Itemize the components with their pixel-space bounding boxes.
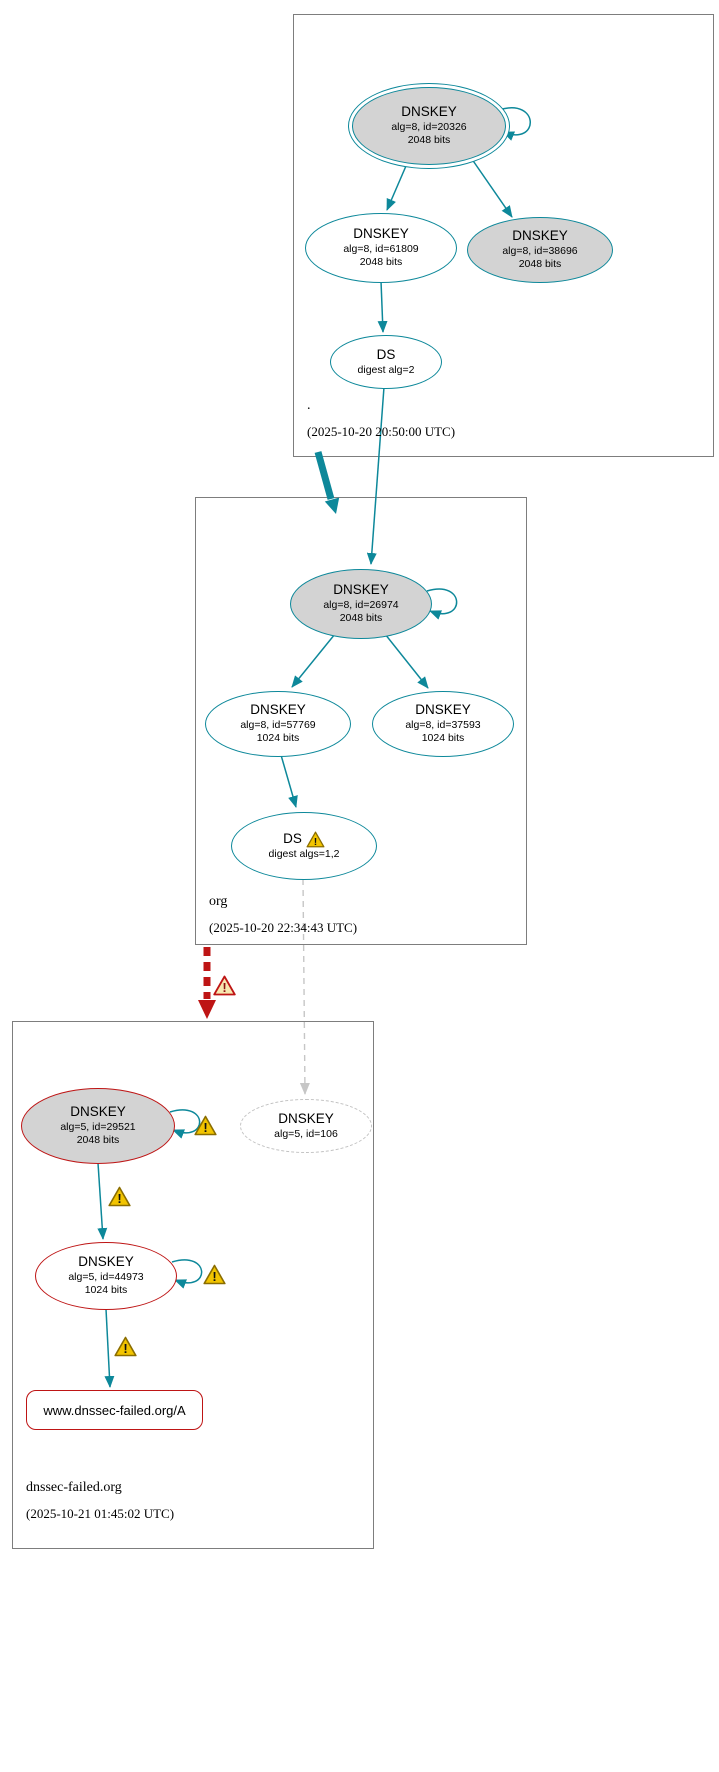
node-type: DNSKEY [278,1110,334,1126]
node-bits: 2048 bits [76,1134,120,1147]
ds-node-root[interactable]: DS digest alg=2 [330,335,442,389]
edge-delegation-root-to-org [314,451,335,500]
node-type: DS [376,346,396,362]
arrowhead-delegation-root-to-org [324,497,340,514]
dnskey-node-df-ksk-29521[interactable]: DNSKEY alg=5, id=29521 2048 bits [21,1088,175,1164]
node-detail: alg=8, id=57769 [240,718,316,731]
dnskey-node-root-38696[interactable]: DNSKEY alg=8, id=38696 2048 bits [467,217,613,283]
warning-icon: ! [194,1115,217,1136]
dnskey-node-org-ksk-26974[interactable]: DNSKEY alg=8, id=26974 2048 bits [290,569,432,639]
edge-df-ksk-selfsign [169,1109,201,1139]
node-type: DNSKEY [78,1253,134,1269]
node-type: DNSKEY [70,1103,126,1119]
zone-timestamp-org: (2025-10-20 22:34:43 UTC) [209,920,358,935]
warning-icon: ! [114,1336,137,1357]
zone-label-org: org [209,894,228,909]
node-type: DS [283,830,302,846]
svg-text:!: ! [212,1269,216,1284]
node-type: DNSKEY [250,701,306,717]
zone-box-org [195,497,527,945]
edge-df-ksk-signs-zsk [97,1162,108,1240]
edge-root-ksk-selfsign [498,107,531,141]
warning-icon: ! [306,831,325,847]
edge-df-zsk-signs-rrset [104,1308,115,1388]
svg-text:!: ! [203,1120,207,1135]
node-detail: alg=5, id=106 [274,1127,338,1140]
rrset-label: www.dnssec-failed.org/A [43,1402,186,1418]
zone-label-root: . [307,398,311,413]
svg-text:!: ! [123,1341,127,1356]
zone-box-root [293,14,714,457]
node-detail: alg=5, id=29521 [60,1120,136,1133]
zone-timestamp-dnssec-failed: (2025-10-21 01:45:02 UTC) [26,1506,175,1521]
dnskey-node-root-zsk-61809[interactable]: DNSKEY alg=8, id=61809 2048 bits [305,213,457,283]
node-bits: 2048 bits [359,256,403,269]
dnskey-node-org-zsk-37593[interactable]: DNSKEY alg=8, id=37593 1024 bits [372,691,514,757]
error-icon: ! [213,975,236,996]
rrset-node-www-dnssec-failed-org-a[interactable]: www.dnssec-failed.org/A [26,1390,203,1430]
svg-text:!: ! [222,980,226,995]
edge-root-zsk-signs-ds [377,280,388,333]
edge-org-zsk1-signs-ds [280,754,298,808]
node-detail: alg=8, id=26974 [323,598,399,611]
zone-box-dnssec-failed [12,1021,374,1549]
node-bits: 2048 bits [339,612,383,625]
warning-icon: ! [203,1264,226,1285]
edge-org-ds-to-missing-dnskey [299,878,310,1095]
arrowhead-delegation-org-to-dnssec-failed [198,1000,216,1019]
dnskey-node-inner: DNSKEY alg=8, id=20326 2048 bits [352,87,506,165]
edge-root-ds-to-org-ksk [366,386,385,565]
svg-text:!: ! [314,835,318,847]
zone-label-dnssec-failed: dnssec-failed.org [26,1480,122,1495]
node-detail: alg=8, id=38696 [502,244,578,257]
dnskey-node-root-ksk-20326[interactable]: DNSKEY alg=8, id=20326 2048 bits [348,83,510,169]
edge-df-zsk-selfsign [171,1259,203,1289]
node-bits: 1024 bits [84,1284,128,1297]
node-type: DNSKEY [512,227,568,243]
node-type: DNSKEY [401,103,457,119]
edge-org-ksk-signs-zsk2 [384,633,429,689]
node-detail: digest algs=1,2 [268,847,340,860]
node-bits: 1024 bits [421,732,465,745]
node-detail: alg=5, id=44973 [68,1270,144,1283]
edge-root-ksk-signs-zsk [386,158,410,211]
edge-root-ksk-signs-ksk2 [466,151,513,218]
node-detail: alg=8, id=37593 [405,718,481,731]
dnskey-node-df-missing-106[interactable]: DNSKEY alg=5, id=106 [240,1099,372,1153]
node-bits: 2048 bits [407,134,451,147]
node-detail: alg=8, id=61809 [343,242,419,255]
edge-org-ksk-selfsign [426,588,458,620]
node-type: DNSKEY [353,225,409,241]
node-bits: 1024 bits [256,732,300,745]
dnskey-node-org-zsk-57769[interactable]: DNSKEY alg=8, id=57769 1024 bits [205,691,351,757]
node-detail: digest alg=2 [357,363,415,376]
warning-icon: ! [108,1186,131,1207]
node-type: DNSKEY [333,581,389,597]
node-type: DNSKEY [415,701,471,717]
dnskey-node-df-zsk-44973[interactable]: DNSKEY alg=5, id=44973 1024 bits [35,1242,177,1310]
node-bits: 2048 bits [518,258,562,271]
svg-text:!: ! [117,1191,121,1206]
ds-node-org[interactable]: DS ! digest algs=1,2 [231,812,377,880]
node-detail: alg=8, id=20326 [391,120,467,133]
zone-timestamp-root: (2025-10-20 20:50:00 UTC) [307,424,456,439]
edge-org-ksk-signs-zsk1 [291,633,336,688]
